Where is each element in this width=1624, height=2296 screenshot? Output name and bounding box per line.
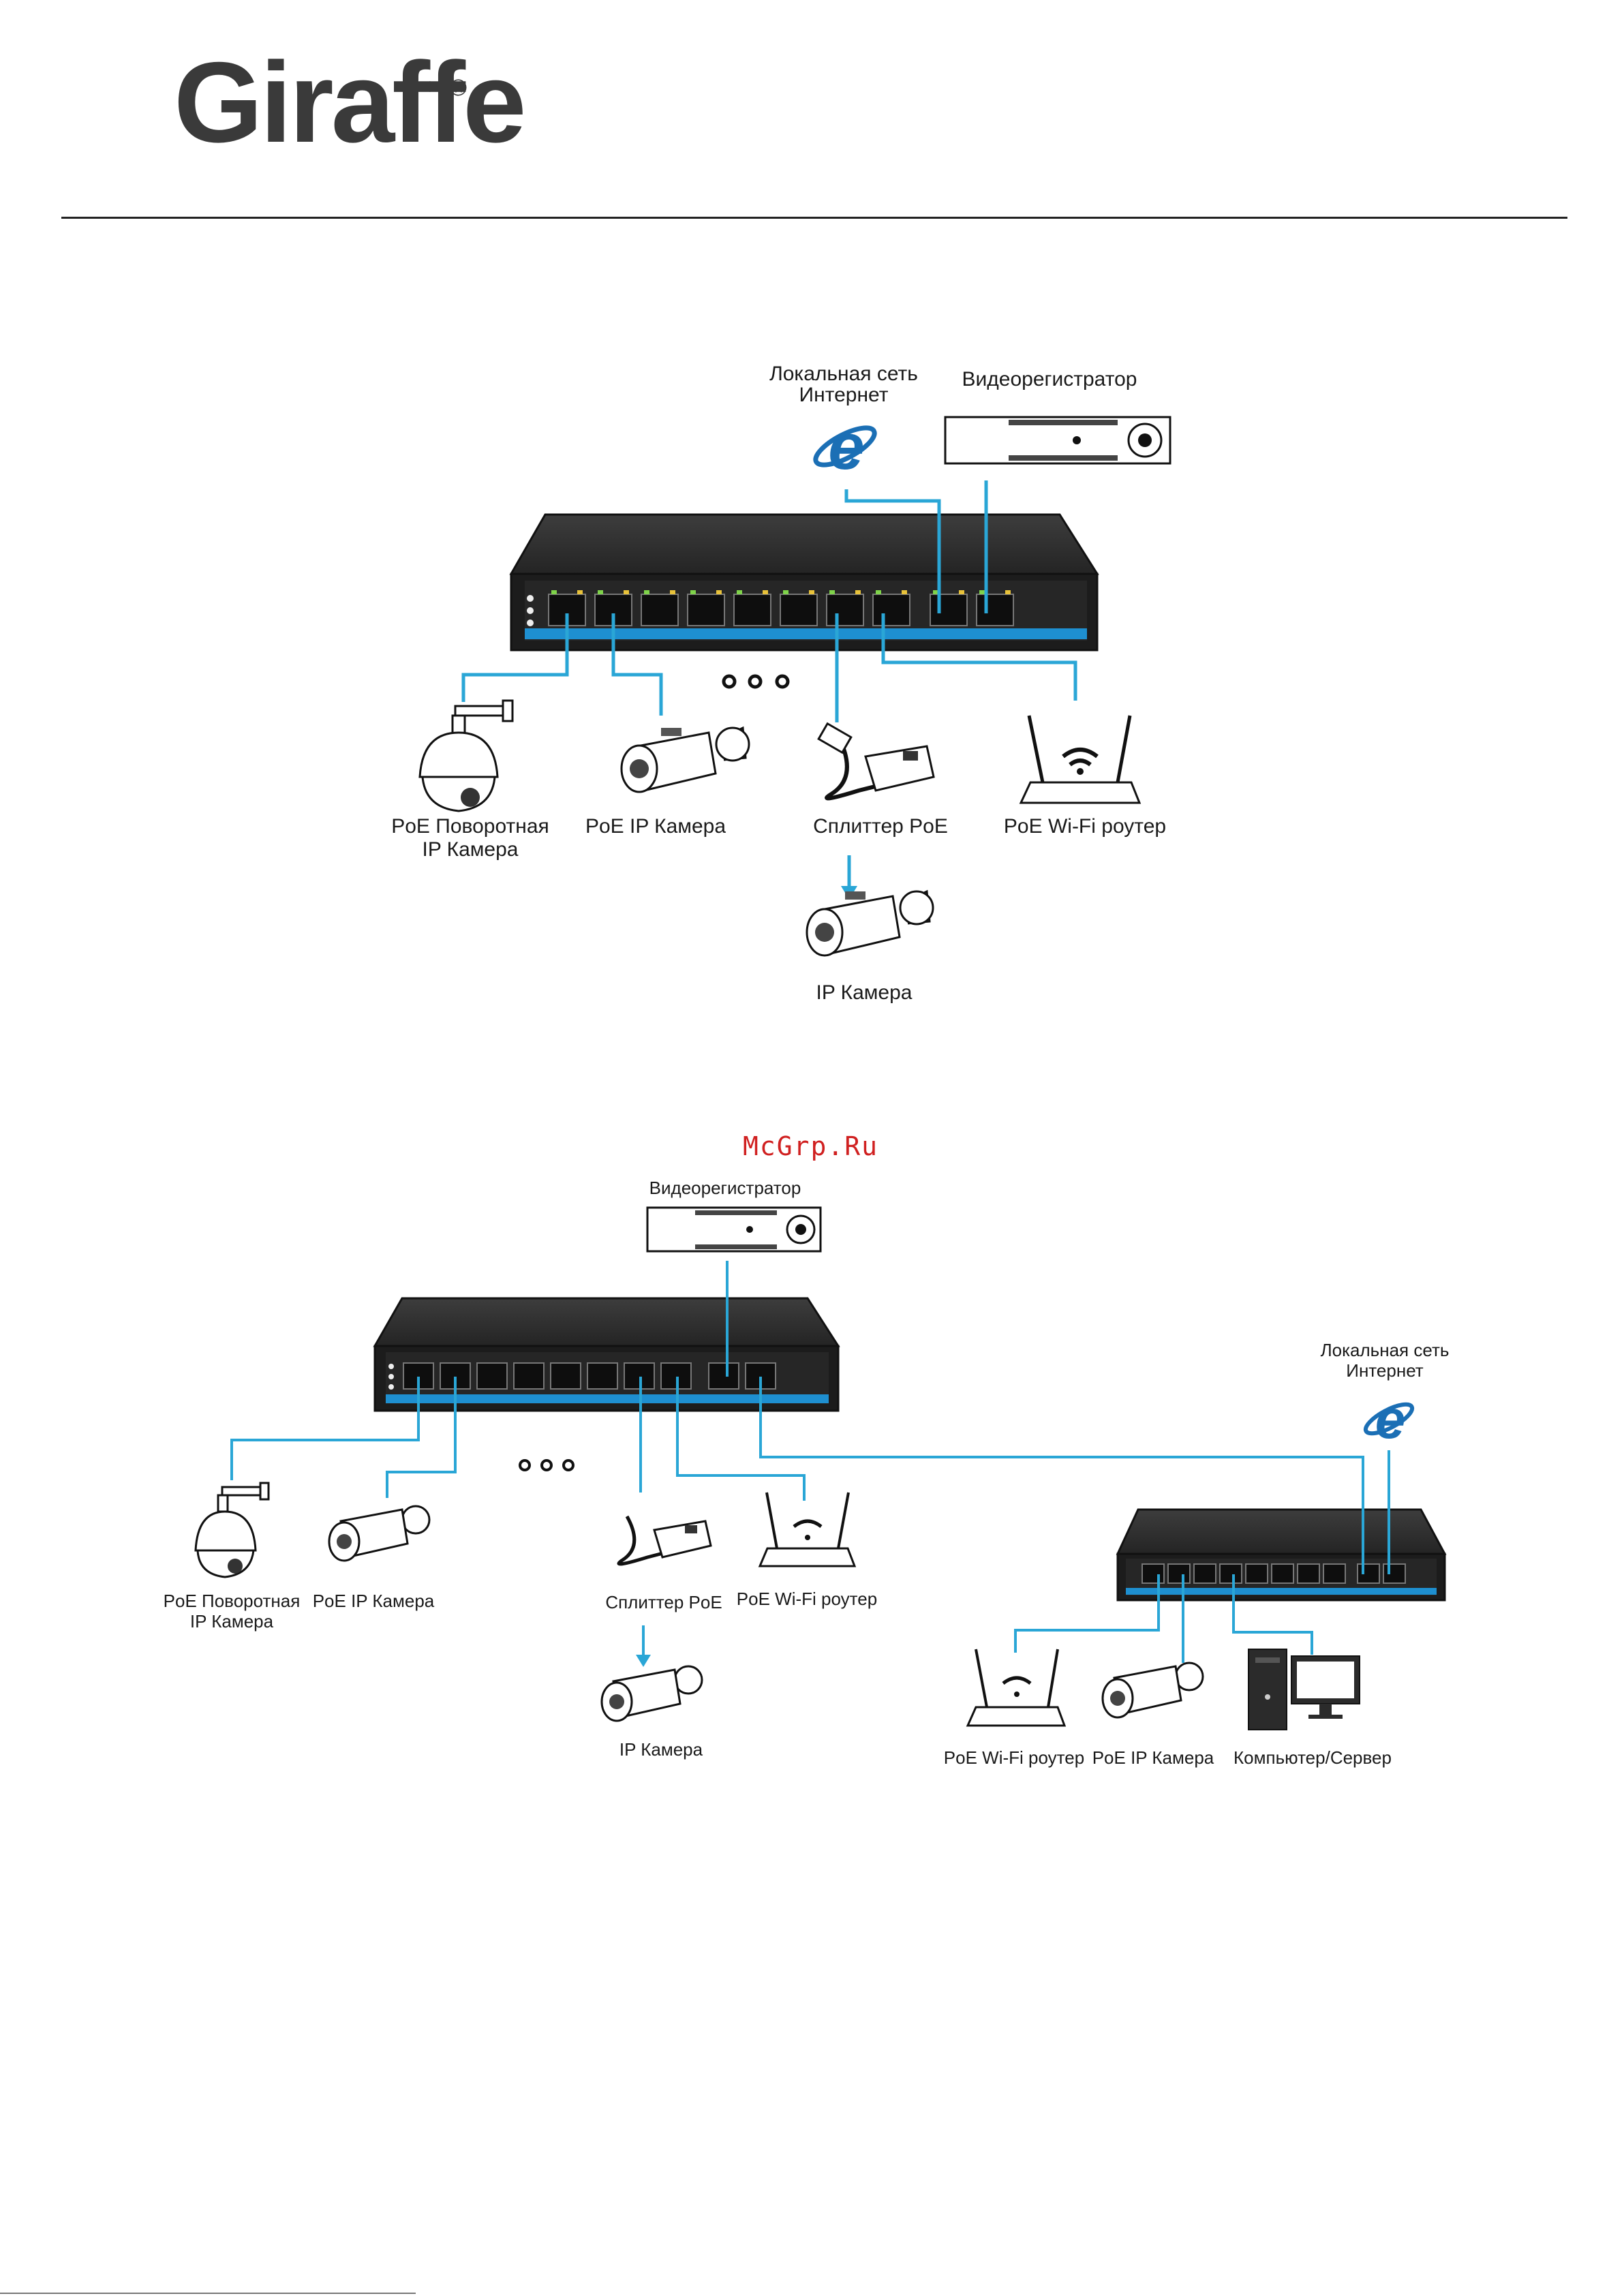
label-ptz-line1: PoE Поворотная [391,815,549,838]
label-wifi-router-2: PoE Wi-Fi роутер [737,1589,877,1609]
poe-splitter-icon-2 [617,1515,712,1566]
label-poe-ip-cam-2: PoE IP Камера [313,1591,435,1611]
more-dots-icon-2 [519,1459,574,1471]
label-lan-line1-2: Локальная сеть [1321,1340,1450,1360]
cables-2 [230,1261,1390,1663]
label-splitter: Сплиттер PoE [813,815,948,838]
logo-text: Giraffe [174,38,526,166]
more-dots-icon [722,674,790,689]
diagram-1: e Локальная сеть Интернет Видеорегистрат… [391,363,1171,1004]
cables-1 [461,480,1077,887]
poe-switch [509,513,1099,652]
ip-camera-icon [806,889,934,957]
label-lan-line2: Интернет [799,384,889,406]
label-wifi-router: PoE Wi-Fi роутер [1004,815,1166,838]
poe-splitter-icon [817,722,935,801]
internet-explorer-icon: e [813,410,877,483]
watermark: McGrp.Ru [743,1131,879,1161]
label-splitter-2: Сплиттер PoE [605,1592,722,1612]
label-ptz-line2-2: IP Камера [190,1611,274,1632]
label-poe-ip-cam: PoE IP Камера [585,815,726,838]
label-ptz-line1-2: PoE Поворотная [164,1591,301,1611]
label-wifi-router-3: PoE Wi-Fi роутер [944,1747,1084,1768]
ptz-camera-icon [418,699,514,812]
label-lan-line1: Локальная сеть [769,363,918,385]
label-ptz-line2: IP Камера [423,838,519,861]
arrow-down-icon-2 [636,1655,651,1667]
diagram-2: Видеорегистратор [164,1178,1450,1768]
label-ip-cam: IP Камера [816,981,913,1004]
ptz-camera-icon-2 [194,1482,270,1578]
wifi-router-icon [1019,715,1142,804]
footer-rule [0,2293,416,2294]
label-lan-line2-2: Интернет [1346,1360,1424,1381]
giraffe-logo: Giraffe ® [174,34,528,170]
label-ip-cam-2: IP Камера [619,1739,703,1760]
header-rule [61,217,1567,219]
nvr-device-2 [646,1206,822,1253]
label-poe-ip-cam-3: PoE IP Камера [1092,1747,1214,1768]
wifi-router-icon-2 [758,1492,857,1567]
logo-registered-mark: ® [450,75,468,101]
svg-text:e: e [1375,1389,1406,1450]
poe-switch-3 [1116,1508,1447,1602]
ip-camera-icon-2 [600,1665,703,1722]
bullet-camera-icon-3 [1101,1662,1204,1719]
label-pc-server: Компьютер/Сервер [1234,1747,1392,1768]
bullet-camera-icon [620,726,750,793]
svg-text:e: e [828,410,864,483]
label-nvr: Видеорегистратор [962,368,1137,391]
computer-server-icon [1248,1649,1360,1730]
wifi-router-icon-3 [966,1649,1067,1727]
label-nvr-2: Видеорегистратор [649,1178,801,1198]
nvr-device [944,416,1171,465]
bullet-camera-icon-2 [328,1505,431,1562]
internet-explorer-icon-2: e [1363,1389,1415,1450]
poe-switch-2 [373,1297,840,1412]
